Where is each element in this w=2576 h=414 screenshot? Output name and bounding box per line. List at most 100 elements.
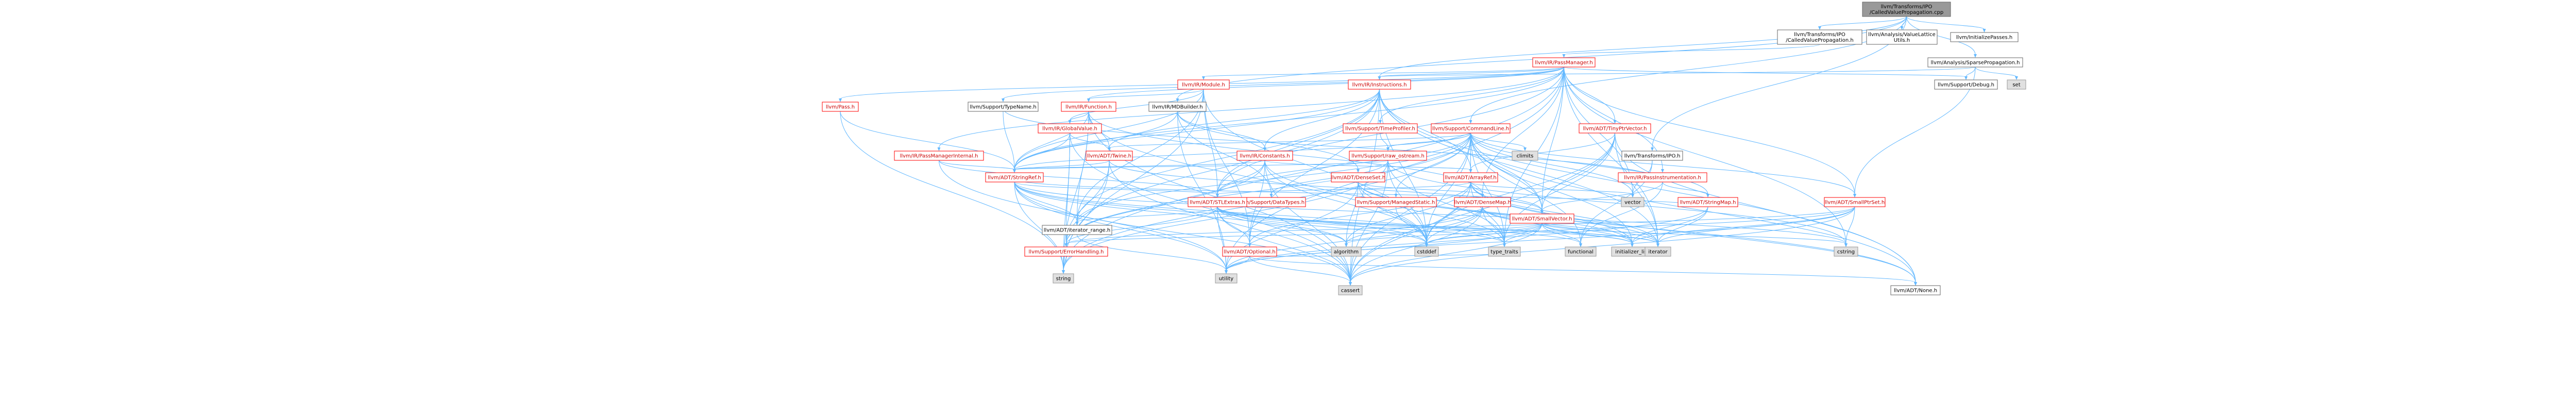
edge-function-to-string bbox=[1063, 111, 1089, 271]
node-stringref[interactable]: llvm/ADT/StringRef.h bbox=[985, 172, 1044, 183]
edge-commandline-to-managedstatic bbox=[1396, 133, 1471, 195]
edge-arrowhead-arrayref-to-vector bbox=[1631, 194, 1634, 197]
node-root[interactable]: llvm/Transforms/IPO/CalledValuePropagati… bbox=[1862, 2, 1951, 17]
node-typetraits: type_traits bbox=[1488, 246, 1521, 257]
edge-passinstr-to-typename bbox=[1003, 108, 1663, 183]
edge-passmanager-to-function bbox=[1088, 67, 1564, 100]
edge-arrowhead-module-to-function bbox=[1087, 98, 1090, 102]
edge-arrowhead-optional-to-none bbox=[1914, 282, 1917, 286]
node-managedstatic[interactable]: llvm/Support/ManagedStatic.h bbox=[1355, 197, 1437, 207]
node-box-module bbox=[1177, 79, 1230, 90]
node-twine[interactable]: llvm/ADT/Twine.h bbox=[1086, 151, 1133, 161]
node-typename[interactable]: llvm/Support/TypeName.h bbox=[968, 102, 1039, 112]
node-iterator: iterator bbox=[1645, 246, 1671, 257]
node-timeprofiler[interactable]: llvm/Support/TimeProfiler.h bbox=[1343, 123, 1418, 134]
node-box-globalvalue bbox=[1038, 123, 1102, 134]
node-passinstr[interactable]: llvm/IR/PassInstrumentation.h bbox=[1618, 172, 1707, 183]
edge-arrowhead-root-to-cvph bbox=[1818, 26, 1821, 30]
node-module[interactable]: llvm/IR/Module.h bbox=[1177, 79, 1230, 90]
node-function[interactable]: llvm/IR/Function.h bbox=[1061, 102, 1116, 112]
edge-globalvalue-to-stringref bbox=[1014, 133, 1070, 170]
edge-stlextras-to-iterator bbox=[1217, 206, 1658, 244]
node-mdbuilder[interactable]: llvm/IR/MDBuilder.h bbox=[1148, 102, 1207, 112]
node-sparseprop[interactable]: llvm/Analysis/SparsePropagation.h bbox=[1927, 57, 2023, 68]
edge-twine-to-smallvector bbox=[1109, 160, 1543, 211]
edge-arrowhead-smallvector-to-functional bbox=[1579, 243, 1582, 247]
edge-stlextras-to-cassert bbox=[1217, 206, 1351, 283]
node-box-transformsipo bbox=[1621, 151, 1683, 161]
node-stlextras[interactable]: llvm/ADT/STLExtras.h bbox=[1188, 197, 1247, 207]
node-stringmap[interactable]: llvm/ADT/StringMap.h bbox=[1677, 197, 1738, 207]
node-tinyptrvector[interactable]: llvm/ADT/TinyPtrVector.h bbox=[1579, 123, 1651, 134]
node-globalvalue[interactable]: llvm/IR/GlobalValue.h bbox=[1038, 123, 1102, 134]
edge-rawostream-to-cstring bbox=[1387, 160, 1846, 244]
edge-smallptrset-to-errorhandling bbox=[1066, 206, 1855, 244]
node-box-debug bbox=[1934, 79, 1998, 90]
node-functional: functional bbox=[1565, 246, 1597, 257]
node-box-smallvector bbox=[1510, 213, 1574, 224]
edge-commandline-to-smallptrset bbox=[1470, 133, 1855, 195]
node-densetset[interactable]: llvm/ADT/DenseSet.h bbox=[1331, 172, 1385, 183]
edge-arrowhead-passmanager-to-typename bbox=[1002, 98, 1005, 102]
node-label-iterator: iterator bbox=[1648, 250, 1668, 255]
node-label-typetraits: type_traits bbox=[1490, 250, 1518, 255]
node-climits: climits bbox=[1512, 151, 1538, 161]
node-label-densetset: llvm/ADT/DenseSet.h bbox=[1331, 175, 1385, 181]
edge-sparseprop-to-set bbox=[1975, 67, 2017, 77]
node-set: set bbox=[2007, 79, 2026, 90]
node-smallptrset[interactable]: llvm/ADT/SmallPtrSet.h bbox=[1824, 197, 1886, 207]
edge-passmanager-to-debug bbox=[1564, 67, 1967, 77]
node-rawostream[interactable]: llvm/Support/raw_ostream.h bbox=[1349, 151, 1427, 161]
edge-stlextras-to-typetraits bbox=[1217, 206, 1505, 244]
node-passmanager[interactable]: llvm/IR/PassManager.h bbox=[1532, 57, 1596, 68]
edge-arrowhead-passmanager-to-passinstr bbox=[1661, 169, 1664, 173]
edge-instructions-to-constants bbox=[1264, 89, 1380, 148]
edge-commandline-to-none bbox=[1470, 133, 1916, 283]
edge-arrowhead-root-to-transformsipo bbox=[1651, 147, 1654, 151]
node-datatypes[interactable]: llvm/Support/DataTypes.h bbox=[1236, 197, 1306, 207]
edge-commandline-to-initlist bbox=[1470, 133, 1633, 244]
node-label-pmi: llvm/IR/PassManagerInternal.h bbox=[900, 154, 978, 159]
edge-globalvalue-to-twine bbox=[1070, 133, 1110, 148]
node-iteratorrange[interactable]: llvm/ADT/iterator_range.h bbox=[1042, 225, 1112, 235]
node-instructions[interactable]: llvm/IR/Instructions.h bbox=[1348, 79, 1411, 90]
edge-instructions-to-stringref bbox=[1014, 89, 1380, 170]
edge-densetset-to-initlist bbox=[1358, 181, 1633, 244]
node-pass[interactable]: llvm/Pass.h bbox=[822, 102, 859, 112]
node-transformsipo[interactable]: llvm/Transforms/IPO.h bbox=[1621, 151, 1683, 161]
edge-root-to-initpasses bbox=[1906, 16, 1985, 30]
node-constants[interactable]: llvm/IR/Constants.h bbox=[1236, 151, 1293, 161]
node-pmi[interactable]: llvm/IR/PassManagerInternal.h bbox=[894, 151, 984, 161]
node-optional[interactable]: llvm/ADT/Optional.h bbox=[1222, 246, 1277, 257]
node-initpasses[interactable]: llvm/InitializePasses.h bbox=[1950, 32, 2019, 42]
edge-optional-to-none bbox=[1249, 256, 1916, 283]
node-debug[interactable]: llvm/Support/Debug.h bbox=[1934, 79, 1998, 90]
node-label-module: llvm/IR/Module.h bbox=[1182, 82, 1225, 88]
node-errorhandling[interactable]: llvm/Support/ErrorHandling.h bbox=[1024, 246, 1108, 257]
node-box-passinstr bbox=[1618, 172, 1707, 183]
edge-stringmap-to-iterator bbox=[1657, 206, 1708, 244]
edge-arrowhead-root-to-initpasses bbox=[1982, 29, 1986, 32]
edge-stringref-to-utility bbox=[1014, 181, 1227, 271]
edge-commandline-to-rawostream bbox=[1387, 133, 1471, 148]
node-cvph[interactable]: llvm/Transforms/IPO/CalledValuePropagati… bbox=[1777, 29, 1862, 45]
node-arrayref[interactable]: llvm/ADT/ArrayRef.h bbox=[1443, 172, 1498, 183]
edge-passmanager-to-utility bbox=[1226, 67, 1564, 271]
edge-arrowhead-mdbuilder-to-densetset bbox=[1357, 169, 1360, 173]
edge-densemap-to-typetraits bbox=[1482, 206, 1505, 244]
node-smallvector[interactable]: llvm/ADT/SmallVector.h bbox=[1510, 213, 1574, 224]
edge-arrowhead-commandline-to-managedstatic bbox=[1394, 194, 1398, 197]
node-label-sparseprop: llvm/Analysis/SparsePropagation.h bbox=[1931, 60, 2020, 66]
node-box-string bbox=[1053, 273, 1074, 284]
edge-passmanager-to-pmi bbox=[939, 67, 1564, 148]
node-box-errorhandling bbox=[1024, 246, 1108, 257]
edge-passmanager-to-module bbox=[1203, 67, 1564, 77]
node-densemap[interactable]: llvm/ADT/DenseMap.h bbox=[1454, 197, 1511, 207]
edge-arrowhead-passmanager-to-module bbox=[1202, 76, 1205, 80]
node-none[interactable]: llvm/ADT/None.h bbox=[1890, 285, 1941, 295]
node-label-vector: vector bbox=[1624, 200, 1641, 206]
node-commandline[interactable]: llvm/Support/CommandLine.h bbox=[1431, 123, 1511, 134]
edge-commandline-to-errorhandling bbox=[1066, 133, 1471, 244]
edge-arrowhead-smallvector-to-cstring bbox=[1844, 243, 1848, 247]
